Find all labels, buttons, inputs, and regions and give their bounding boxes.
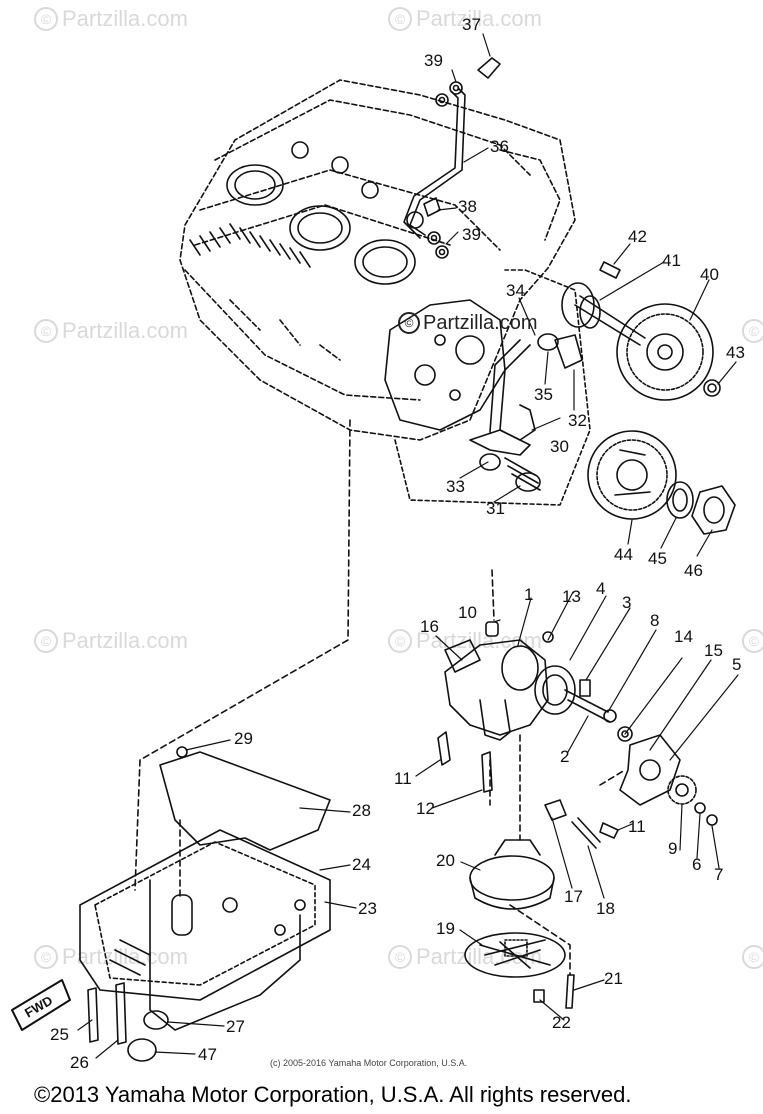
part-label-4: 4 — [596, 579, 606, 598]
fwd-arrow-icon — [11, 979, 71, 1031]
part-label-23: 23 — [358, 899, 377, 918]
part-label-20: 20 — [436, 851, 455, 870]
part-label-8: 8 — [650, 611, 660, 630]
oil-pan-bolts — [87, 982, 169, 1062]
part-label-33: 33 — [446, 477, 465, 496]
part-label-25: 25 — [50, 1025, 69, 1044]
part-label-27: 27 — [226, 1017, 245, 1036]
leader-box — [394, 269, 591, 506]
part-label-26: 26 — [70, 1053, 89, 1072]
part-label-42: 42 — [628, 227, 647, 246]
watermark: ©Partzilla.com — [34, 318, 188, 344]
part-label-11: 11 — [628, 817, 646, 836]
watermark: © — [742, 628, 763, 654]
part-label-2: 2 — [560, 747, 570, 766]
part-label-45: 45 — [648, 549, 667, 568]
part-label-32: 32 — [568, 411, 587, 430]
watermark: © — [742, 318, 763, 344]
oil-pipe-assembly — [469, 333, 583, 492]
part-label-7: 7 — [714, 865, 724, 884]
part-label-15: 15 — [704, 641, 723, 660]
part-label-36: 36 — [490, 137, 509, 156]
part-label-17: 17 — [564, 887, 583, 906]
part-label-9: 9 — [668, 839, 678, 858]
part-label-3: 3 — [622, 593, 632, 612]
part-label-28: 28 — [352, 801, 371, 820]
part-label-13: 13 — [562, 587, 581, 606]
part-label-18: 18 — [596, 899, 615, 918]
part-label-43: 43 — [726, 343, 745, 362]
part-label-39: 39 — [424, 51, 443, 70]
pump-drive-gear-40 — [561, 261, 721, 401]
oil-pan — [79, 829, 331, 1031]
oil-delivery-pipe — [403, 57, 501, 259]
cooling-fins — [189, 223, 311, 268]
cylinder-bores — [226, 141, 424, 285]
part-label-14: 14 — [674, 627, 693, 646]
watermark: ©Partzilla.com — [34, 628, 188, 654]
pump-cover-assembly — [599, 734, 718, 839]
part-label-30: 30 — [550, 437, 569, 456]
part-label-6: 6 — [692, 855, 702, 874]
crankcase-outline — [179, 79, 576, 441]
part-label-16: 16 — [420, 617, 439, 636]
part-label-31: 31 — [486, 499, 505, 518]
footer-copyright: ©2013 Yamaha Motor Corporation, U.S.A. A… — [34, 1082, 632, 1107]
assembly-leaders — [134, 419, 626, 976]
part-label-24: 24 — [352, 855, 371, 874]
part-label-38: 38 — [458, 197, 477, 216]
part-label-46: 46 — [684, 561, 703, 580]
pump-fasteners — [437, 731, 601, 849]
oil-pump-body — [444, 621, 633, 742]
part-label-1: 1 — [524, 585, 534, 604]
watermark: ©Partzilla.com — [388, 6, 542, 32]
center-watermark: ©Partzilla.com — [398, 312, 537, 335]
watermark: © — [742, 944, 763, 970]
watermark: ©Partzilla.com — [34, 6, 188, 32]
part-label-47: 47 — [198, 1045, 217, 1064]
part-label-29: 29 — [234, 729, 253, 748]
part-label-10: 10 — [458, 603, 477, 622]
part-label-44: 44 — [614, 545, 633, 564]
part-label-41: 41 — [662, 251, 681, 270]
gear-44-assembly — [587, 430, 736, 535]
part-label-39: 39 — [462, 225, 481, 244]
label-leaders — [77, 33, 739, 1059]
small-copyright: (c) 2005-2016 Yamaha Motor Corporation, … — [270, 1058, 468, 1068]
part-label-21: 21 — [604, 969, 623, 988]
part-label-35: 35 — [534, 385, 553, 404]
part-label-19: 19 — [436, 919, 455, 938]
part-label-12: 12 — [416, 799, 435, 818]
part-label-40: 40 — [700, 265, 719, 284]
oil-strainer — [464, 839, 575, 1009]
part-label-5: 5 — [732, 655, 742, 674]
part-label-37: 37 — [462, 15, 481, 34]
oil-pan-gasket — [159, 746, 331, 851]
part-label-22: 22 — [552, 1013, 571, 1032]
part-label-11: 11 — [394, 769, 412, 788]
part-label-34: 34 — [506, 281, 525, 300]
